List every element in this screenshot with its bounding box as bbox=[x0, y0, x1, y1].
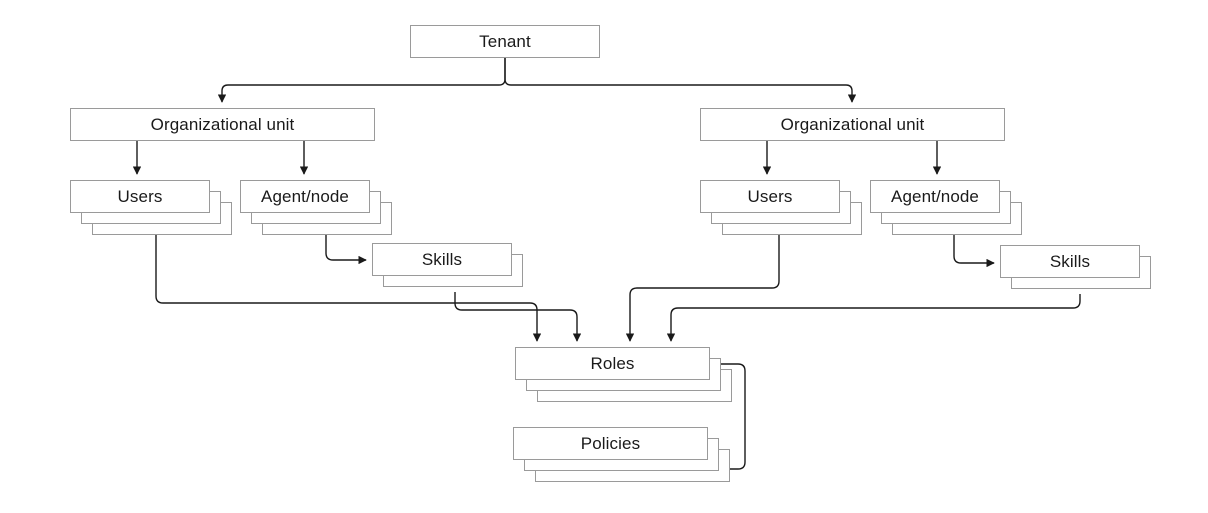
edge-skills-right-to-roles bbox=[666, 294, 1081, 342]
node-agent-right-card[interactable]: Agent/node bbox=[870, 180, 1000, 213]
edge-users-right-to-roles bbox=[625, 229, 780, 342]
edge-tenant-to-ou-left bbox=[217, 58, 506, 103]
node-skills-left-card[interactable]: Skills bbox=[372, 243, 512, 276]
node-users-right-card[interactable]: Users bbox=[700, 180, 840, 213]
node-policies-card[interactable]: Policies bbox=[513, 427, 708, 460]
node-users-right-label: Users bbox=[747, 187, 793, 206]
node-ou-right-card[interactable]: Organizational unit bbox=[700, 108, 1005, 141]
edge-skills-left-to-roles bbox=[454, 292, 582, 342]
node-ou-left-label: Organizational unit bbox=[150, 115, 295, 134]
node-users-left-card[interactable]: Users bbox=[70, 180, 210, 213]
node-skills-right-label: Skills bbox=[1049, 252, 1091, 271]
node-tenant-card[interactable]: Tenant bbox=[410, 25, 600, 58]
node-skills-left-label: Skills bbox=[421, 250, 463, 269]
node-tenant-label: Tenant bbox=[479, 32, 531, 51]
node-agent-left-label: Agent/node bbox=[261, 187, 349, 206]
edge-tenant-to-ou-right bbox=[504, 58, 857, 103]
node-users-left-label: Users bbox=[117, 187, 163, 206]
node-policies-label: Policies bbox=[580, 434, 641, 453]
node-ou-left-card[interactable]: Organizational unit bbox=[70, 108, 375, 141]
node-skills-right-card[interactable]: Skills bbox=[1000, 245, 1140, 278]
node-agent-left-card[interactable]: Agent/node bbox=[240, 180, 370, 213]
node-roles-card[interactable]: Roles bbox=[515, 347, 710, 380]
node-ou-right-label: Organizational unit bbox=[780, 115, 925, 134]
node-agent-right-label: Agent/node bbox=[891, 187, 979, 206]
node-roles-label: Roles bbox=[590, 354, 635, 373]
